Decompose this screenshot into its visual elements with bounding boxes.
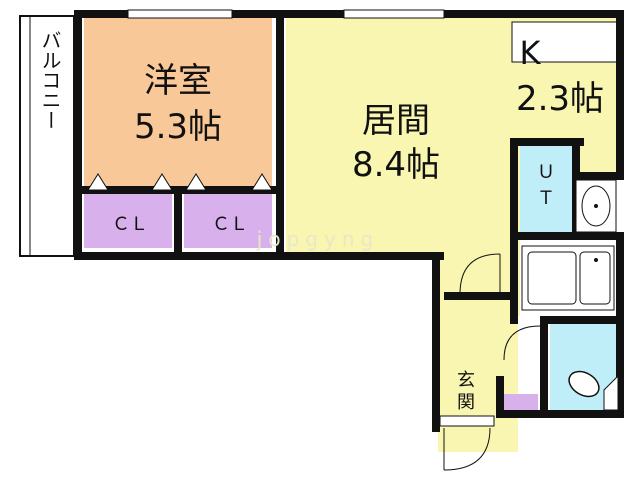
watermark: jopgyng <box>256 227 379 251</box>
closet-left <box>84 192 172 248</box>
washbasin-icon <box>575 179 617 233</box>
windows <box>127 9 445 19</box>
genkan-label-1: 玄 <box>457 370 475 391</box>
closet-left-label: ＣＬ <box>112 214 148 235</box>
utility-room <box>520 146 572 232</box>
kitchen-counter <box>511 21 619 63</box>
living-label: 居間 <box>362 101 430 141</box>
utility-label-1: Ｕ <box>537 162 555 183</box>
youshitsu-label: 洋室 <box>144 61 212 101</box>
closet-right-label: ＣＬ <box>212 214 248 235</box>
genkan-closet <box>504 394 538 412</box>
living-size: 8.4帖 <box>352 145 440 185</box>
bathtub-icon <box>521 245 615 311</box>
kitchen-size: 2.3帖 <box>516 79 604 119</box>
genkan-label-2: 関 <box>457 392 475 413</box>
balcony <box>19 15 75 257</box>
door-swings <box>439 253 541 471</box>
closet-doors <box>87 173 273 191</box>
kitchen-label: K <box>520 34 542 72</box>
balcony-label: バルコニー <box>38 30 62 130</box>
closet-right <box>184 192 272 248</box>
toilet-icon <box>568 370 619 411</box>
utility-label-2: Ｔ <box>537 188 555 209</box>
youshitsu-size: 5.3帖 <box>134 107 222 147</box>
youshitsu-room <box>84 18 272 190</box>
